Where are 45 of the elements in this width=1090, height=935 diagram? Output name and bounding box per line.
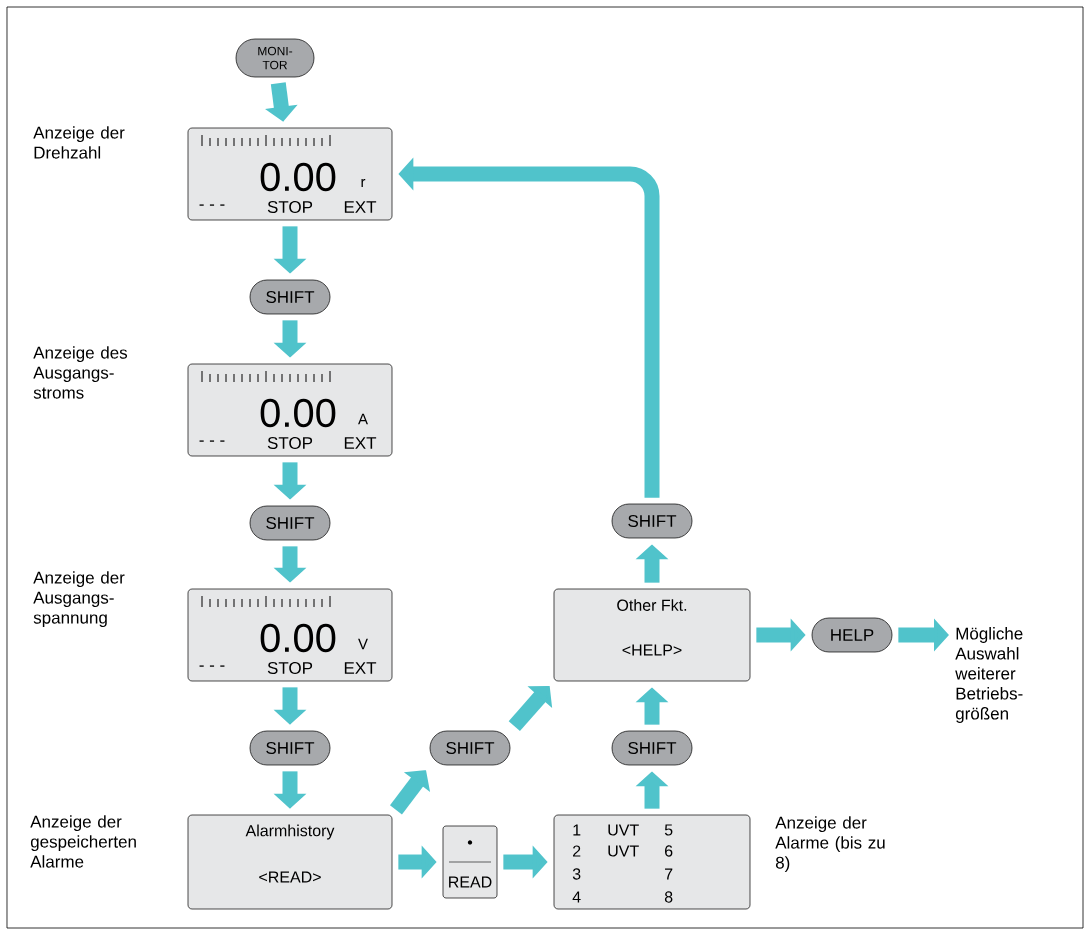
- status-text: STOP: [267, 437, 313, 450]
- alarm-entry: 8: [664, 891, 673, 903]
- key-button: MONI- TOR: [235, 38, 315, 78]
- alarm-entry: 1: [573, 824, 581, 836]
- unit-label: A: [358, 413, 368, 425]
- status-text: - - -: [199, 440, 225, 442]
- description-text: Anzeige der Alarme (bis zu 8): [775, 816, 885, 873]
- alarm-entry: 5: [664, 824, 673, 836]
- alarm-entry: 7: [665, 868, 673, 880]
- key-button: SHIFT: [249, 730, 331, 766]
- status-text: EXT: [344, 437, 377, 449]
- key-button: SHIFT: [249, 505, 331, 541]
- status-text: STOP: [267, 201, 313, 214]
- readout-value: 0.00: [260, 623, 336, 653]
- unit-label: r: [361, 179, 366, 188]
- alarm-entry: UVT: [608, 824, 639, 836]
- key-button: SHIFT: [611, 503, 693, 539]
- unit-label: V: [358, 638, 368, 650]
- alarm-entry: 6: [665, 845, 673, 857]
- status-text: - - -: [199, 204, 225, 206]
- status-text: STOP: [267, 662, 313, 675]
- alarm-entry: UVT: [608, 845, 639, 857]
- alarm-entry: 4: [572, 891, 581, 903]
- status-text: - - -: [199, 665, 225, 667]
- key-button: SHIFT: [611, 730, 693, 766]
- readout-value: 0.00: [260, 162, 336, 192]
- display-text: <READ>: [259, 871, 321, 883]
- key-label: •: [467, 840, 473, 845]
- key-button: SHIFT: [429, 730, 511, 766]
- note-text: Mögliche Auswahl weiterer Betriebs- größen: [955, 627, 1023, 723]
- key-button: HELP: [811, 617, 893, 653]
- status-text: EXT: [344, 662, 377, 674]
- key-button: SHIFT: [249, 279, 331, 315]
- description-text: Anzeige der Ausgangs- spannung: [33, 571, 125, 628]
- display-text: <HELP>: [622, 644, 682, 656]
- status-text: EXT: [344, 201, 377, 213]
- description-text: Anzeige der gespeicherten Alarme: [30, 815, 136, 868]
- readout-value: 0.00: [260, 398, 336, 428]
- alarm-entry: 3: [572, 868, 581, 880]
- display-text: Other Fkt.: [617, 599, 687, 611]
- alarm-entry: 2: [573, 845, 581, 857]
- key-label: READ: [449, 876, 492, 888]
- display-text: Alarmhistory: [245, 824, 335, 840]
- description-text: Anzeige der Drehzahl: [33, 126, 125, 159]
- description-text: Anzeige des Ausgangs- stroms: [33, 346, 128, 399]
